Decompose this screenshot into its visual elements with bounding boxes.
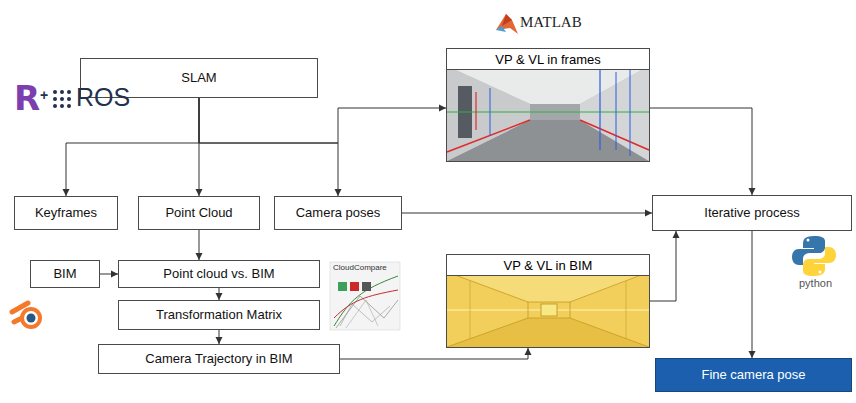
arrow-head (749, 188, 756, 195)
arrow-head (439, 105, 446, 112)
box-label: BIM (53, 266, 76, 282)
connector (402, 210, 652, 217)
cloudcompare-logo (330, 262, 400, 330)
connector-line (752, 231, 753, 358)
arrow-head (216, 337, 223, 344)
connector (749, 231, 756, 358)
connector-line (402, 213, 652, 214)
arrow-head (335, 189, 342, 196)
frame-picture (447, 66, 649, 161)
output-box: Point Cloud (138, 196, 260, 230)
logo-text: + (40, 88, 48, 103)
arrow-head (525, 348, 532, 355)
box-label: Iterative process (704, 205, 799, 221)
connector-line (340, 348, 528, 359)
connector (340, 348, 532, 359)
logo-text: CloudCompare (333, 264, 387, 273)
image-panel: VP & VL in BIM (446, 254, 650, 348)
bim-picture (447, 272, 649, 347)
process-box: Point cloud vs. BIM (118, 260, 320, 288)
result-box: Fine camera pose (655, 358, 852, 392)
image-panel: VP & VL in frames (446, 48, 650, 162)
connector-line (199, 98, 338, 196)
arrow-head (196, 189, 203, 196)
connector-line (650, 231, 676, 301)
arrow-head (645, 210, 652, 217)
box-label: Point Cloud (165, 205, 232, 221)
connector-line (650, 108, 752, 195)
output-box: Camera poses (274, 196, 402, 230)
input-box: BIM (30, 260, 100, 288)
panel-title: VP & VL in BIM (504, 258, 593, 273)
panel-title: VP & VL in frames (495, 52, 601, 67)
connector (196, 230, 203, 260)
connector (100, 271, 118, 278)
arrow-head (63, 189, 70, 196)
ros-dots (53, 90, 71, 108)
panel-heading: VP & VL in frames (447, 49, 649, 70)
arrow-head (196, 253, 203, 260)
python-logo (792, 236, 836, 276)
logo-text: R (14, 80, 40, 117)
matlab-logo (496, 14, 518, 34)
output-box: Keyframes (14, 196, 118, 230)
connector (63, 98, 200, 196)
box-label: Camera Trajectory in BIM (145, 351, 292, 367)
connector (199, 98, 342, 196)
connector-line (66, 98, 199, 196)
arrow-head (111, 271, 118, 278)
box-label: Fine camera pose (701, 367, 805, 383)
connector (216, 330, 223, 344)
box-label: Point cloud vs. BIM (163, 266, 274, 282)
connector (199, 98, 446, 143)
connector (216, 288, 223, 300)
logo-text: python (799, 277, 832, 289)
blender-logo (12, 303, 42, 329)
box-label: Transformation Matrix (156, 307, 282, 323)
logo-text: ROS (76, 84, 130, 112)
box-label: SLAM (181, 70, 216, 86)
arrow-head (749, 351, 756, 358)
connector (650, 108, 756, 195)
process-box: Iterative process (652, 195, 852, 231)
box-label: Camera poses (296, 205, 381, 221)
panel-heading: VP & VL in BIM (447, 255, 649, 276)
connector (650, 231, 680, 301)
connector-line (199, 98, 446, 143)
process-box: Camera Trajectory in BIM (98, 344, 340, 374)
box-label: Keyframes (35, 205, 97, 221)
arrow-head (216, 293, 223, 300)
logo-text: MATLAB (520, 14, 582, 31)
process-box: Transformation Matrix (118, 300, 320, 330)
arrow-head (673, 231, 680, 238)
